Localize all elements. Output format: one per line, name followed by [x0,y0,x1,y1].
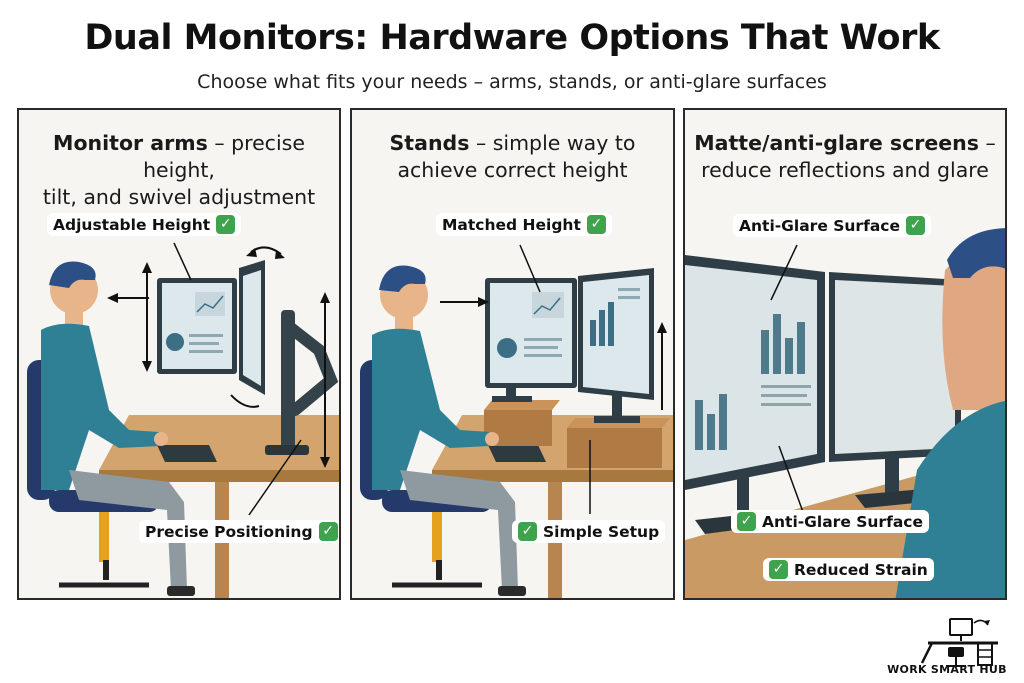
label-text: Reduced Strain [794,560,928,579]
label-anti-glare-surface-bottom: ✓ Anti-Glare Surface [731,510,929,533]
anti-glare-illustration [685,228,1005,598]
panel-heading-line2: achieve correct height [397,158,628,182]
page-subtitle: Choose what fits your needs – arms, stan… [197,71,827,93]
label-text: Anti-Glare Surface [739,216,900,235]
panel-anti-glare: Matte/anti-glare screens – reduce reflec… [683,108,1007,600]
panel-heading-line2: tilt, and swivel adjustment [42,185,316,209]
label-text: Simple Setup [543,522,660,541]
page-title: Dual Monitors: Hardware Options That Wor… [84,18,940,58]
label-adjustable-height: Adjustable Height ✓ [47,213,242,236]
monitor-stand-illustration [360,244,673,598]
label-text: Matched Height [442,215,581,234]
panel-heading-rest: – precise height, [143,131,305,182]
check-icon: ✓ [318,522,338,541]
label-precise-positioning: Precise Positioning ✓ [139,520,339,543]
label-text: Adjustable Height [53,215,211,234]
panel-heading-bold: Stands [389,131,470,155]
check-icon: ✓ [769,560,788,579]
label-matched-height: Matched Height ✓ [436,213,612,236]
label-reduced-strain: ✓ Reduced Strain [763,558,934,581]
check-icon: ✓ [737,512,756,531]
panel-stands: Stands – simple way to achieve correct h… [350,108,675,600]
label-text: Anti-Glare Surface [762,512,923,531]
check-icon: ✓ [216,215,236,234]
panel-heading-rest: – [978,131,996,155]
panel-heading: Stands – simple way to achieve correct h… [352,130,673,184]
check-icon: ✓ [518,522,537,541]
panel-heading-bold: Matte/anti-glare screens [694,131,979,155]
check-icon: ✓ [586,215,606,234]
check-icon: ✓ [905,216,925,235]
label-simple-setup: ✓ Simple Setup [512,520,666,543]
label-text: Precise Positioning [145,522,313,541]
label-anti-glare-surface-top: Anti-Glare Surface ✓ [733,214,931,237]
desk-logo-icon [920,618,998,667]
panel-heading: Monitor arms – precise height, tilt, and… [19,130,339,211]
panel-heading: Matte/anti-glare screens – reduce reflec… [685,130,1005,184]
panel-heading-line2: reduce reflections and glare [701,158,989,182]
monitor-arm-illustration [27,242,339,598]
panel-heading-bold: Monitor arms [53,131,208,155]
panel-monitor-arms: Monitor arms – precise height, tilt, and… [17,108,341,600]
panel-heading-rest: – simple way to [469,131,636,155]
brand-name: WORK SMART HUB [887,663,1007,676]
